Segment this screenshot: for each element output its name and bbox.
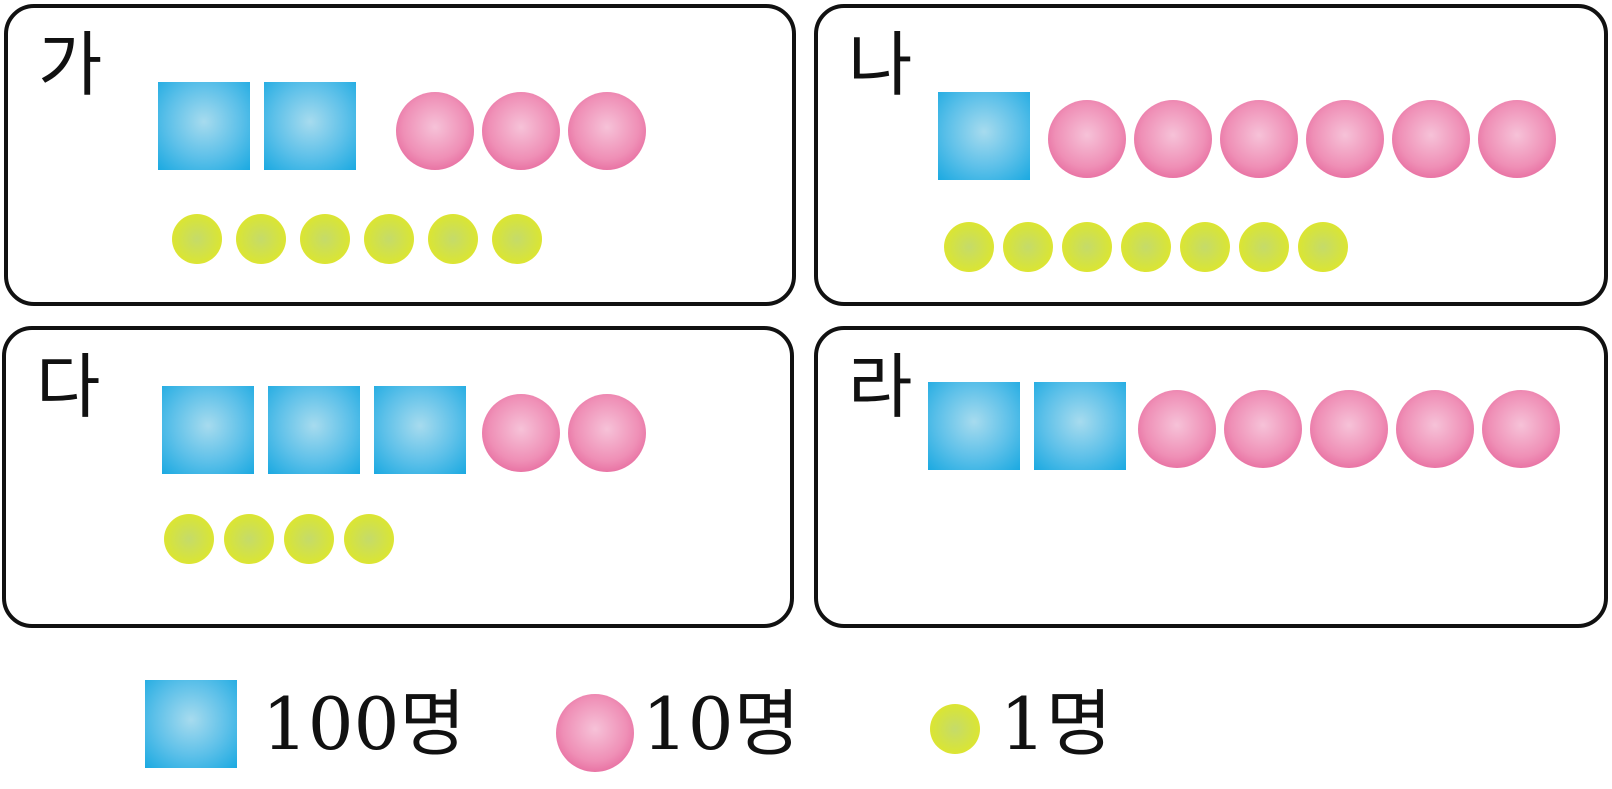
legend-one-circle [930,704,980,754]
one-circle [164,514,214,564]
legend-ten-circle [556,694,634,772]
ten-circle [1310,390,1388,468]
ten-circle [396,92,474,170]
panel-label-na: 나 [848,24,913,106]
ten-circle [1048,100,1126,178]
legend-one-label: 1명 [1000,682,1113,766]
hundred-square [938,92,1030,180]
one-circle [944,222,994,272]
panel-ra: 라 [814,326,1608,628]
ten-circle [1478,100,1556,178]
legend-ten-label: 10명 [642,682,800,766]
ten-circle [1138,390,1216,468]
one-circle [1003,222,1053,272]
ten-circle [1482,390,1560,468]
hundred-square [928,382,1020,470]
panel-da: 다 [2,326,794,628]
one-circle [1121,222,1171,272]
ten-circle [482,92,560,170]
legend-hundred-label: 100명 [262,682,466,766]
hundred-square [268,386,360,474]
panel-label-da: 다 [36,346,101,428]
one-circle [1239,222,1289,272]
hundred-square [158,82,250,170]
legend-hundred-square [145,680,237,768]
panel-na: 나 [814,4,1608,306]
one-circle [1180,222,1230,272]
panel-ga: 가 [4,4,796,306]
one-circle [344,514,394,564]
one-circle [364,214,414,264]
hundred-square [1034,382,1126,470]
one-circle [1298,222,1348,272]
hundred-square [374,386,466,474]
one-circle [1062,222,1112,272]
ten-circle [568,394,646,472]
hundred-square [264,82,356,170]
ten-circle [1134,100,1212,178]
ten-circle [482,394,560,472]
ten-circle [1306,100,1384,178]
one-circle [300,214,350,264]
one-circle [428,214,478,264]
ten-circle [1392,100,1470,178]
hundred-square [162,386,254,474]
one-circle [236,214,286,264]
one-circle [492,214,542,264]
one-circle [224,514,274,564]
panel-label-ra: 라 [848,346,913,428]
ten-circle [1396,390,1474,468]
ten-circle [1220,100,1298,178]
ten-circle [1224,390,1302,468]
one-circle [284,514,334,564]
ten-circle [568,92,646,170]
panel-label-ga: 가 [38,24,103,106]
one-circle [172,214,222,264]
